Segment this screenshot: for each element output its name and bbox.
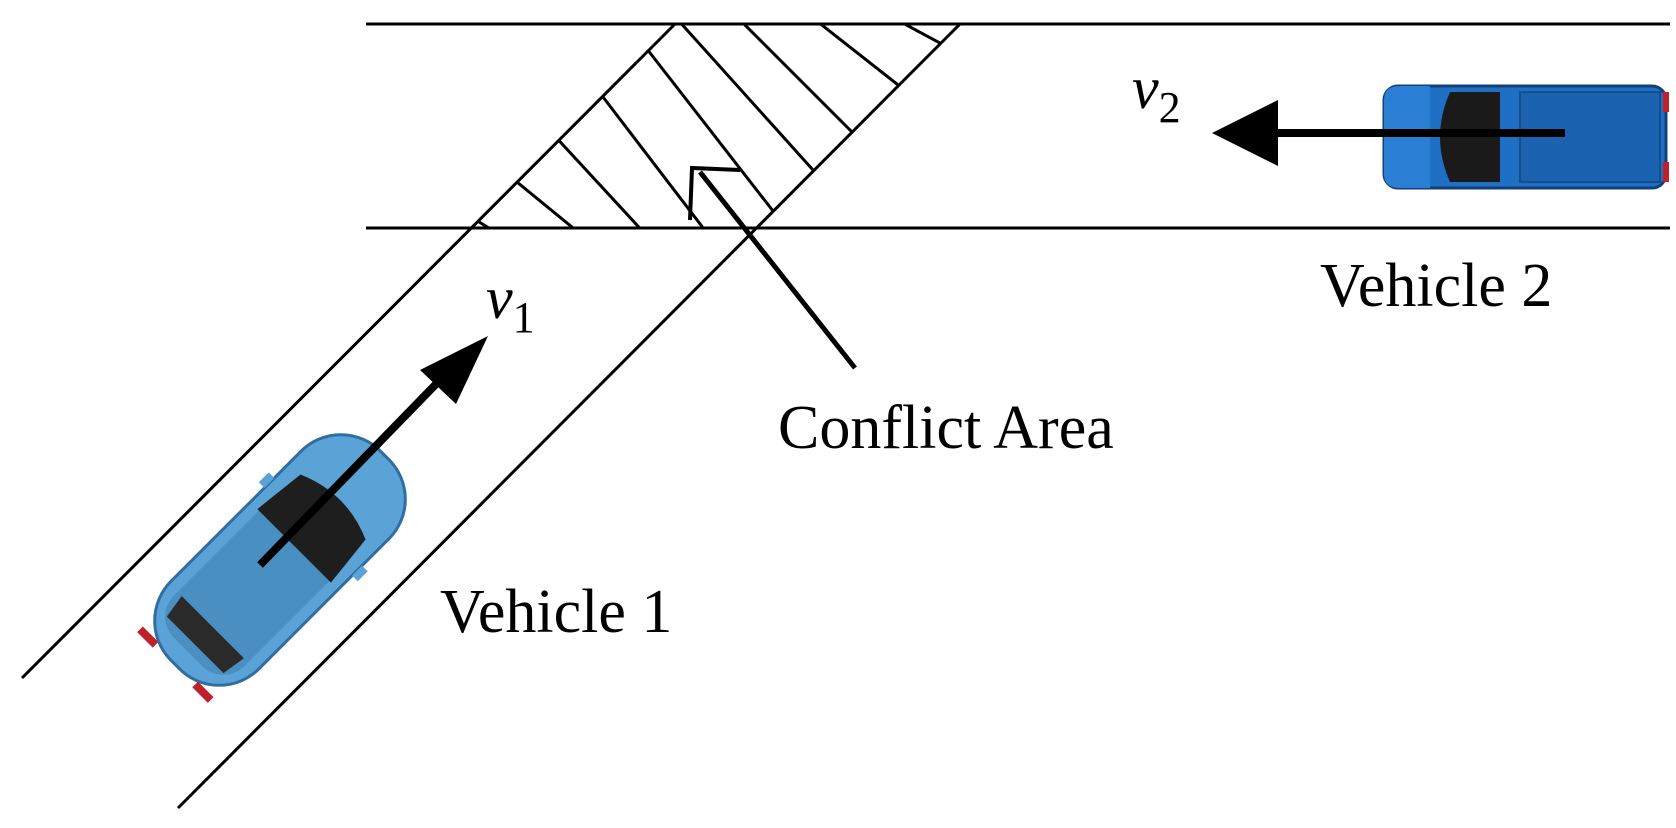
diagonal-road-left-edge xyxy=(20,22,677,680)
vehicle-2-label: Vehicle 2 xyxy=(1320,252,1552,320)
vehicle-2-velocity-arrow xyxy=(1212,100,1565,166)
diagonal-road-right-edge xyxy=(176,22,962,810)
vehicle-1-velocity-label: v1 xyxy=(486,265,535,342)
vehicle-1-label: Vehicle 1 xyxy=(440,578,672,646)
vehicle-1-velocity-arrow xyxy=(257,336,488,568)
conflict-area-pointer-arrow xyxy=(688,165,857,370)
conflict-area-label: Conflict Area xyxy=(778,394,1114,462)
conflict-area-hatching xyxy=(472,24,960,228)
vehicle-1-car-icon xyxy=(137,433,407,703)
vehicle-2-velocity-label: v2 xyxy=(1132,55,1181,132)
